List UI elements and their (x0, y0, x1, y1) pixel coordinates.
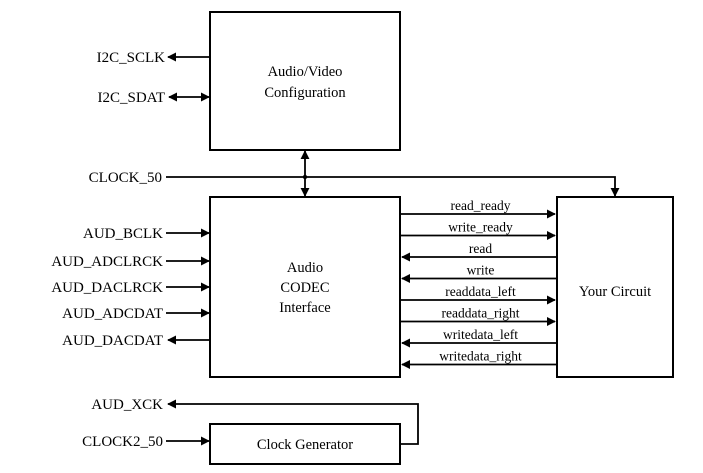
codec-interface-box (209, 196, 401, 378)
aud-dacdat-pin: AUD_DACDAT (62, 333, 210, 349)
aud-bclk-pin: AUD_BCLK (83, 226, 210, 242)
clock-generator-block: Clock Generator (209, 423, 401, 465)
aud-daclrck-label: AUD_DACLRCK (51, 280, 163, 296)
av-config-block: Audio/Video Configuration (209, 11, 401, 151)
clock2-50-pin: CLOCK2_50 (82, 434, 210, 450)
aud-bclk-label: AUD_BCLK (83, 226, 163, 242)
av-config-box (209, 11, 401, 151)
i2c-sdat-label: I2C_SDAT (97, 90, 165, 106)
signal-write-ready-label: write_ready (448, 220, 513, 235)
signal-readdata-left-label: readdata_left (445, 284, 516, 299)
clock-50-wire (166, 176, 620, 197)
aud-xck-label: AUD_XCK (91, 397, 163, 413)
i2c-sclk-pin: I2C_SCLK (97, 50, 210, 66)
clock-generator-label: Clock Generator (257, 437, 353, 453)
your-circuit-box (556, 196, 674, 378)
aud-adclrck-label: AUD_ADCLRCK (51, 254, 163, 270)
signal-writedata-right-label: writedata_right (439, 349, 522, 364)
signal-write-label: write (467, 263, 495, 278)
aud-xck-net: AUD_XCK (91, 397, 419, 445)
aud-xck-wire (167, 399, 419, 445)
aud-daclrck-pin: AUD_DACLRCK (51, 280, 210, 296)
clock-generator-box (209, 423, 401, 465)
codec-interface-block: Audio CODEC Interface (209, 196, 401, 378)
clock-50-label: CLOCK_50 (89, 170, 162, 186)
signal-readdata-right-label: readdata_right (442, 306, 520, 321)
clock-50-net: CLOCK_50 (89, 170, 620, 197)
signal-read-label: read (469, 241, 492, 256)
codec-label-line2: CODEC (280, 280, 329, 296)
your-circuit-block: Your Circuit (556, 196, 674, 378)
clock2-50-label: CLOCK2_50 (82, 434, 163, 450)
signal-writedata-left-label: writedata_left (443, 327, 518, 342)
av-config-label-line2: Configuration (264, 85, 346, 101)
codec-label-line1: Audio (287, 260, 323, 276)
aud-dacdat-label: AUD_DACDAT (62, 333, 163, 349)
signal-read-ready-label: read_ready (451, 198, 511, 213)
i2c-sdat-pin: I2C_SDAT (97, 90, 210, 106)
i2c-sclk-label: I2C_SCLK (97, 50, 166, 66)
your-circuit-label: Your Circuit (579, 284, 651, 300)
codec-label-line3: Interface (279, 300, 331, 316)
aud-adcdat-pin: AUD_ADCDAT (62, 306, 210, 322)
aud-adclrck-pin: AUD_ADCLRCK (51, 254, 210, 270)
aud-adcdat-label: AUD_ADCDAT (62, 306, 163, 322)
av-config-label-line1: Audio/Video (268, 64, 343, 80)
